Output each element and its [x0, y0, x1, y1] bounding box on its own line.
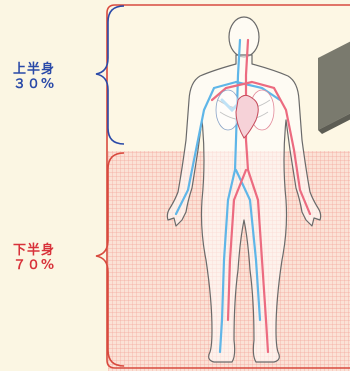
lower-body-percent: ７０%	[2, 258, 66, 273]
lower-body-name: 下半身	[2, 243, 66, 258]
upper-body-label: 上半身 ３０%	[2, 62, 66, 92]
upper-body-name: 上半身	[2, 62, 66, 77]
lower-body-label: 下半身 ７０%	[2, 243, 66, 273]
upper-body-percent: ３０%	[2, 77, 66, 92]
